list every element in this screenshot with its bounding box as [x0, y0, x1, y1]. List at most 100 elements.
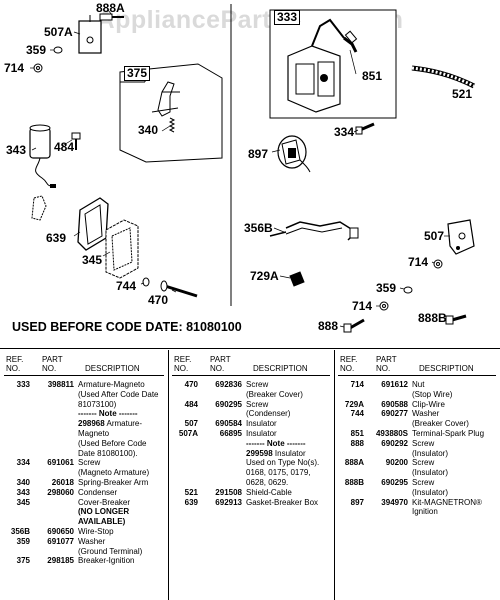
part-description: (Breaker Cover) — [246, 389, 303, 399]
table-row: AVAILABLE) — [0, 517, 168, 527]
part-description: Terminal-Spark Plug — [412, 428, 485, 438]
table-row: 299598 Insulator — [168, 449, 334, 459]
part-number[interactable]: 26018 — [51, 477, 74, 487]
callout-851: 851 — [362, 69, 383, 83]
callout-507: 507 — [424, 229, 445, 243]
table-row: Magneto — [0, 429, 168, 439]
washer-744-part — [142, 277, 150, 287]
table-row: (Condenser) — [168, 409, 334, 419]
ref-number: 345 — [16, 497, 30, 507]
callout-345: 345 — [82, 253, 103, 267]
part-description: Spring-Breaker Arm — [78, 477, 149, 487]
table-row: ------- Note ------- — [0, 409, 168, 419]
part-number[interactable]: 691061 — [47, 458, 74, 468]
column-divider-1 — [168, 350, 169, 600]
table-row: (Stop Wire) — [334, 390, 500, 400]
table-row: (Magneto Armature) — [0, 468, 168, 478]
part-number[interactable]: 398811 — [47, 380, 74, 389]
part-number[interactable]: 691077 — [47, 536, 74, 546]
exploded-parts-diagram: AppliancePartsPros.com — [4, 2, 476, 334]
callout-356b: 356B — [244, 221, 273, 235]
part-description: Cover-Breaker — [78, 497, 131, 507]
part-description: 299598 Insulator — [246, 448, 306, 458]
part-description: (Ground Terminal) — [78, 546, 143, 556]
header-ref-no: NO. — [6, 363, 21, 373]
part-description: Used on Type No(s). — [246, 458, 320, 468]
part-number[interactable]: 66895 — [219, 428, 242, 438]
callout-359-left: 359 — [26, 43, 47, 57]
ref-number: 888 — [350, 438, 364, 448]
part-description: Armature-Magneto — [78, 380, 145, 389]
callout-343: 343 — [6, 143, 27, 157]
callout-639: 639 — [46, 231, 67, 245]
insulator-507-part — [447, 219, 475, 255]
part-description: (Breaker Cover) — [412, 419, 469, 429]
callout-729a: 729A — [250, 269, 279, 283]
part-number[interactable]: 298185 — [47, 556, 74, 566]
washer-359-part — [53, 46, 63, 54]
leader-lines — [30, 9, 450, 328]
part-description: 298968 Armature- — [78, 419, 143, 429]
callout-470: 470 — [148, 293, 169, 307]
part-number[interactable]: 298060 — [47, 487, 74, 497]
part-number[interactable]: 690295 — [381, 477, 408, 487]
part-description: Clip-Wire — [412, 399, 445, 409]
part-number[interactable]: 493880S — [375, 428, 408, 438]
part-description: (Insulator) — [412, 448, 449, 458]
callout-375: 375 — [124, 66, 151, 81]
ref-number: 507 — [184, 419, 198, 429]
table-top-rule — [0, 348, 500, 349]
ref-number: 484 — [184, 399, 198, 409]
part-number[interactable]: 291508 — [215, 487, 242, 497]
part-number[interactable]: 690650 — [47, 526, 74, 536]
breaker-cover-345-part — [105, 219, 139, 279]
part-description: Screw — [246, 380, 269, 389]
part-description: (Condenser) — [246, 409, 291, 419]
table-row: (Breaker Cover) — [168, 390, 334, 400]
part-number[interactable]: 690584 — [215, 419, 242, 429]
table-row: 345 Cover-Breaker — [0, 498, 168, 508]
header-ref: REF. — [174, 355, 192, 364]
table-row: 298968 Armature- — [0, 419, 168, 429]
callout-714-lower: 714 — [352, 299, 373, 313]
ref-number: 356B — [10, 526, 30, 536]
screw-470-part — [160, 280, 198, 298]
part-number[interactable]: 690295 — [215, 399, 242, 409]
part-description: Screw — [412, 458, 435, 468]
nut-714-right-part — [433, 259, 443, 269]
ref-number: 521 — [184, 487, 198, 497]
part-description: Insulator — [246, 419, 277, 429]
part-description: Gasket-Breaker Box — [246, 497, 319, 507]
part-number[interactable]: 691612 — [381, 380, 408, 389]
table-row: 0628, 0629. — [168, 478, 334, 488]
ref-number: 375 — [16, 556, 30, 566]
callout-888b: 888B — [418, 311, 447, 325]
part-number[interactable]: 690588 — [381, 399, 408, 409]
part-description: Screw — [412, 438, 435, 448]
callout-521: 521 — [452, 87, 473, 101]
callout-888: 888 — [318, 319, 339, 333]
part-number[interactable]: 690292 — [381, 438, 408, 448]
table-row: ------- Note ------- — [168, 439, 334, 449]
nut-714-part — [33, 63, 43, 73]
ref-number: 888B — [344, 477, 364, 487]
part-description: Screw — [78, 458, 101, 468]
part-number[interactable]: 394970 — [381, 497, 408, 507]
armature-333-box — [269, 9, 397, 119]
part-number[interactable]: 692836 — [215, 380, 242, 389]
header-part: PART — [42, 355, 63, 364]
ref-number: 851 — [350, 428, 364, 438]
part-number[interactable]: 90200 — [385, 458, 408, 468]
table-row: Date 81080100). — [0, 449, 168, 459]
part-description: (Insulator) — [412, 487, 449, 497]
part-number[interactable]: 690277 — [381, 409, 408, 419]
part-number[interactable]: 692913 — [215, 497, 242, 507]
